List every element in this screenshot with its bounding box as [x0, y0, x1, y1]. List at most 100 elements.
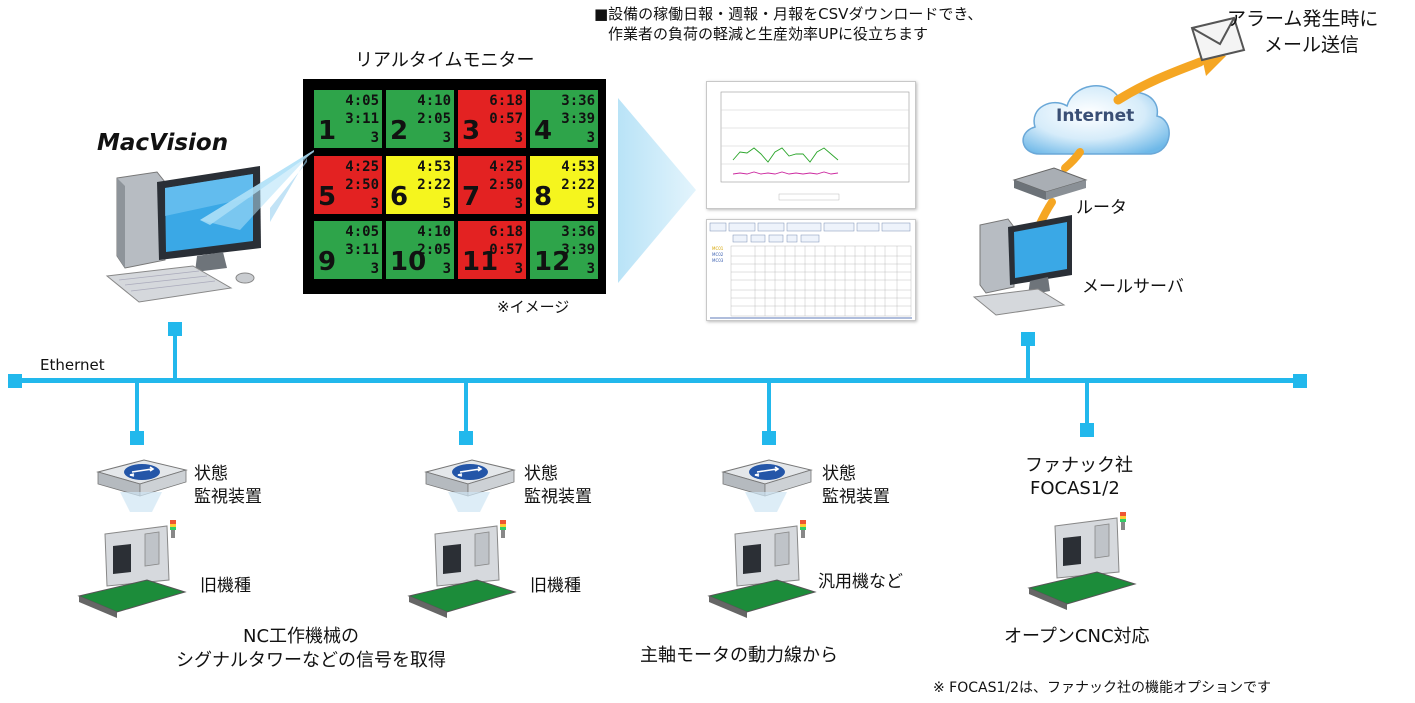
monitor-caption: ※イメージ: [497, 298, 570, 316]
device2-drop: [464, 381, 468, 433]
monitor-cell: 10 4:10 2:05 3: [385, 220, 455, 280]
monitor-cell: 7 4:25 2:50 3: [457, 155, 527, 215]
device1-label2: 監視装置: [194, 487, 262, 507]
pc-node: [168, 322, 182, 336]
machine3-label: 汎用機など: [818, 572, 903, 592]
cell-value: 6:18: [489, 224, 523, 240]
cell-value: 4:25: [489, 159, 523, 175]
machine1-label: 旧機種: [200, 576, 251, 596]
svg-text:MC02: MC02: [712, 252, 724, 257]
machine-number: 7: [462, 182, 481, 212]
fanuc-drop: [1085, 381, 1089, 425]
alarm-label-line2: メール送信: [1264, 34, 1360, 56]
cell-value: 5: [442, 196, 451, 212]
device2-node: [459, 431, 473, 445]
device2-label1: 状態: [524, 464, 558, 484]
cell-value: 3:39: [561, 242, 595, 258]
report-chart-graphic: [720, 91, 910, 201]
cell-value: 4:10: [417, 224, 451, 240]
server-drop: [1026, 345, 1030, 380]
monitor-device-3-icon: [721, 459, 813, 512]
fanuc-node: [1080, 423, 1094, 437]
cell-value: 3: [442, 130, 451, 146]
pc-drop: [173, 335, 177, 380]
svg-text:MC01: MC01: [712, 246, 724, 251]
machine-number: 10: [390, 247, 427, 277]
cell-value: 3: [514, 261, 523, 277]
projection-beam: [618, 98, 696, 283]
device3-drop: [767, 381, 771, 433]
fanuc-label2: FOCAS1/2: [1030, 478, 1120, 499]
monitor-cell: 12 3:36 3:39 3: [529, 220, 599, 280]
server-node: [1021, 332, 1035, 346]
cell-value: 4:10: [417, 93, 451, 109]
router-icon: [1012, 167, 1088, 200]
footnote: ※ FOCAS1/2は、ファナック社の機能オプションです: [933, 680, 1272, 696]
cell-value: 2:50: [489, 177, 523, 193]
monitor-device-1-icon: [96, 459, 188, 512]
cell-value: 3:36: [561, 224, 595, 240]
machine2-label: 旧機種: [530, 576, 581, 596]
signal-caption-line1: NC工作機械の: [243, 626, 360, 647]
cell-value: 3: [586, 261, 595, 277]
cell-value: 3: [586, 130, 595, 146]
machine-number: 8: [534, 182, 553, 212]
monitor-device-2-icon: [424, 459, 516, 512]
line-chart-report: [706, 81, 916, 209]
power-caption: 主軸モータの動力線から: [640, 645, 838, 666]
mail-server-label: メールサーバ: [1082, 277, 1184, 297]
machine-number: 4: [534, 116, 553, 146]
machine-number: 12: [534, 247, 571, 277]
device1-node: [130, 431, 144, 445]
cell-value: 3: [442, 261, 451, 277]
cell-value: 3:11: [345, 111, 379, 127]
device3-node: [762, 431, 776, 445]
router-label: ルータ: [1076, 198, 1127, 218]
machine-number: 1: [318, 116, 337, 146]
cell-value: 3: [514, 130, 523, 146]
nc-machine-2-icon: [407, 520, 517, 618]
machine-number: 2: [390, 116, 409, 146]
svg-text:MC03: MC03: [712, 258, 724, 263]
cell-value: 3:36: [561, 93, 595, 109]
report-table-graphic: MC01 MC02 MC03: [709, 222, 912, 319]
ethernet-bus: [15, 378, 1307, 383]
cnc-machine-icon: [1027, 512, 1137, 610]
cell-value: 3:11: [345, 242, 379, 258]
device3-label1: 状態: [822, 464, 856, 484]
cell-value: 4:05: [345, 93, 379, 109]
internet-cloud: [1022, 85, 1170, 155]
cell-value: 2:05: [417, 242, 451, 258]
machine-number: 6: [390, 182, 409, 212]
nc-machine-1-icon: [77, 520, 187, 618]
pc-to-monitor-beam: [200, 150, 314, 230]
cell-value: 4:25: [345, 159, 379, 175]
bus-end-left: [8, 374, 22, 388]
machine-3-icon: [707, 520, 817, 618]
internet-label: Internet: [1056, 106, 1135, 126]
bus-end-right: [1293, 374, 1307, 388]
cell-value: 2:05: [417, 111, 451, 127]
cell-value: 5: [586, 196, 595, 212]
cell-value: 3: [370, 130, 379, 146]
alarm-label-line1: アラーム発生時に: [1227, 8, 1379, 30]
signal-caption-line2: シグナルタワーなどの信号を取得: [176, 650, 446, 671]
machine-number: 5: [318, 182, 337, 212]
cell-value: 2:22: [417, 177, 451, 193]
machine-number: 9: [318, 247, 337, 277]
cell-value: 3: [370, 196, 379, 212]
header-note-line1: ■設備の稼働日報・週報・月報をCSVダウンロードでき、: [594, 5, 983, 23]
cell-value: 3: [514, 196, 523, 212]
fanuc-label1: ファナック社: [1025, 455, 1133, 476]
machine-number: 3: [462, 116, 481, 146]
macvision-label: MacVision: [97, 130, 229, 156]
envelope-icon: [1190, 16, 1246, 62]
